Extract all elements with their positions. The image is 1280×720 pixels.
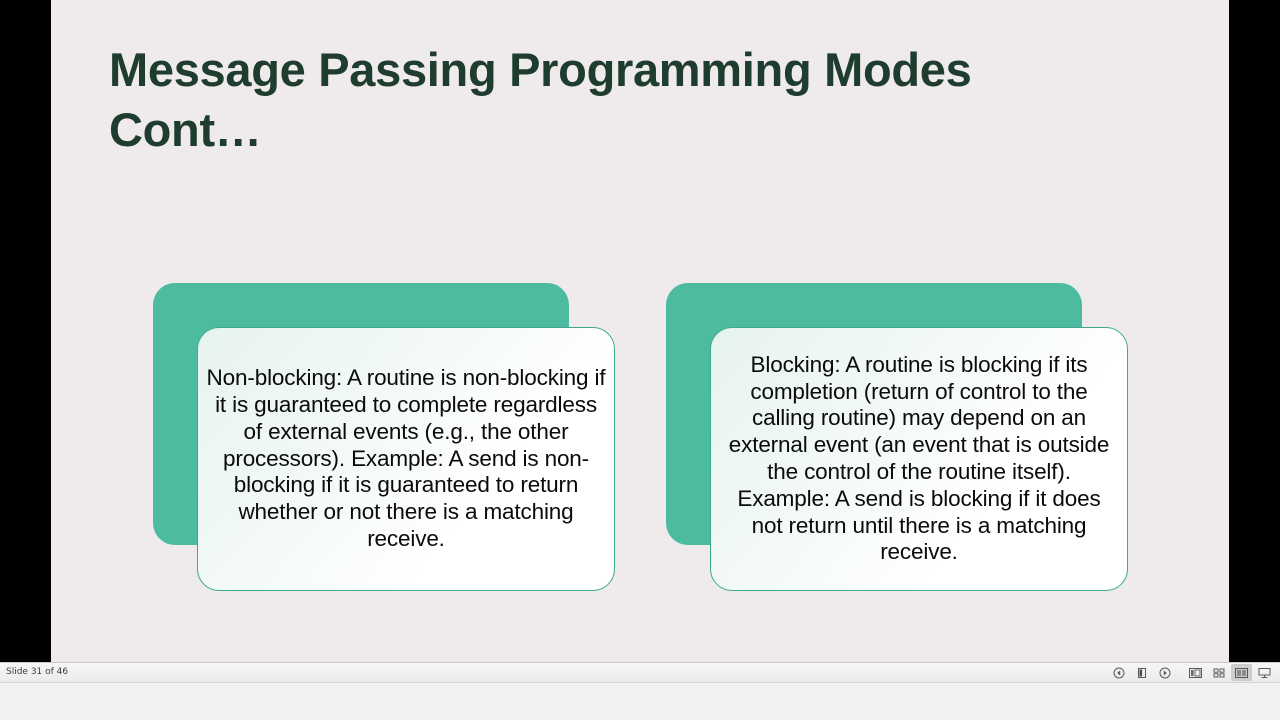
letterbox-left	[0, 0, 51, 662]
status-bar: Slide 31 of 46	[0, 662, 1280, 720]
normal-view-icon	[1189, 667, 1202, 679]
next-slide-button[interactable]	[1154, 664, 1175, 681]
letterbox-right	[1229, 0, 1280, 662]
non-blocking-card-text: Non-blocking: A routine is non-blocking …	[206, 365, 606, 551]
card-group-blocking: Blocking: A routine is blocking if its c…	[666, 283, 1146, 595]
slide-canvas[interactable]: Message Passing Programming Modes Cont… …	[51, 0, 1229, 662]
non-blocking-card[interactable]: Non-blocking: A routine is non-blocking …	[197, 327, 615, 591]
circle-right-arrow-icon	[1159, 667, 1171, 679]
reading-view-icon	[1235, 667, 1248, 679]
circle-left-arrow-icon	[1113, 667, 1125, 679]
slide-sorter-icon	[1213, 667, 1225, 679]
blocking-card-text: Blocking: A routine is blocking if its c…	[728, 351, 1110, 565]
reading-view-button[interactable]	[1231, 664, 1252, 681]
previous-slide-button[interactable]	[1108, 664, 1129, 681]
slide-counter: Slide 31 of 46	[6, 667, 69, 677]
page-title: Message Passing Programming Modes Cont…	[109, 43, 985, 156]
blocking-card[interactable]: Blocking: A routine is blocking if its c…	[710, 327, 1128, 591]
slideshow-button[interactable]	[1254, 664, 1275, 681]
pause-slideshow-button[interactable]	[1131, 664, 1152, 681]
card-group-non-blocking: Non-blocking: A routine is non-blocking …	[153, 283, 633, 595]
status-bar-buttons	[1107, 663, 1280, 682]
slide-sorter-button[interactable]	[1208, 664, 1229, 681]
slideshow-screen-icon	[1258, 667, 1271, 679]
pause-bar-icon	[1136, 667, 1148, 679]
normal-view-button[interactable]	[1185, 664, 1206, 681]
status-bar-row: Slide 31 of 46	[0, 663, 1280, 683]
